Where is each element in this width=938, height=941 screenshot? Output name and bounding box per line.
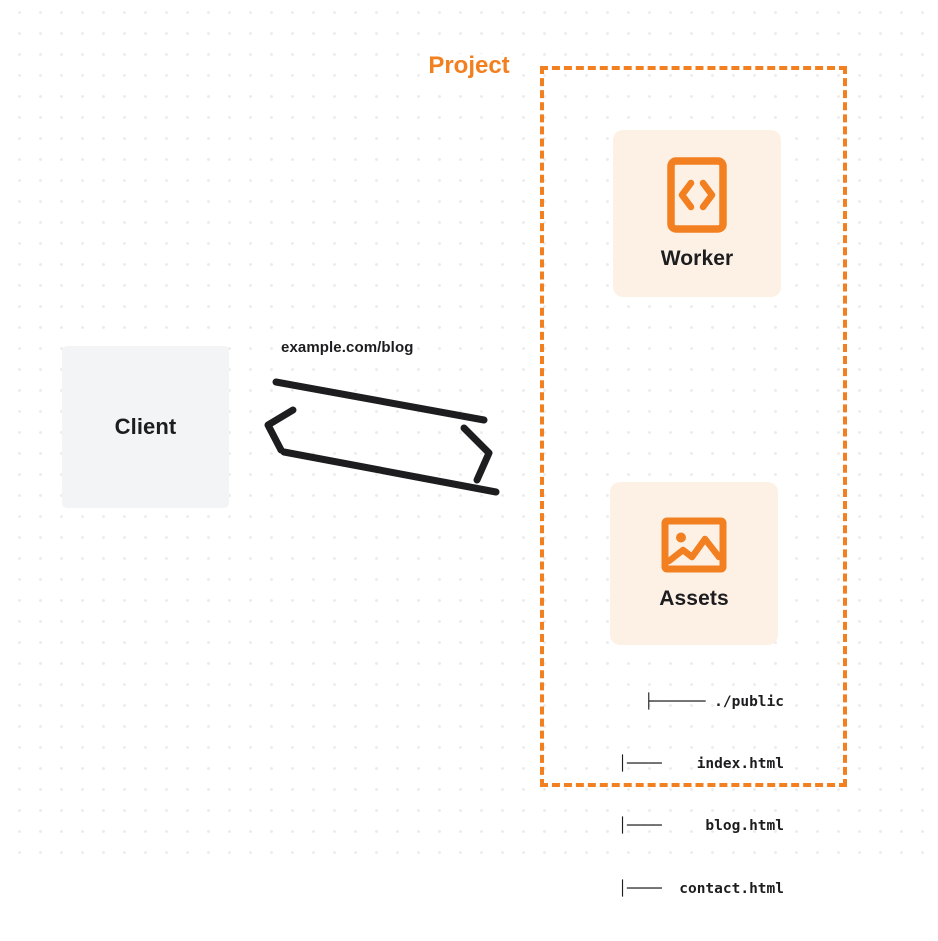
client-node-label: Client — [114, 414, 177, 439]
project-group-title: Project — [421, 54, 517, 78]
code-brackets-icon — [667, 156, 727, 233]
inbound-arrow — [264, 378, 488, 454]
assets-node-label: Assets — [659, 586, 729, 610]
diagram-canvas: Client Project Worker Assets ├────── ./p… — [0, 0, 938, 897]
outbound-arrow — [280, 424, 500, 496]
file-tree-row: │──── index.html — [618, 755, 784, 772]
client-node[interactable]: Client — [62, 346, 229, 508]
worker-node-label: Worker — [660, 246, 734, 270]
project-group-container — [540, 66, 847, 787]
worker-node[interactable]: Worker — [613, 130, 781, 297]
file-tree-row: │──── blog.html — [618, 818, 784, 835]
file-tree-row: ├────── ./public — [644, 693, 784, 710]
file-tree-row: │──── contact.html — [618, 880, 784, 897]
request-url-label: example.com/blog — [281, 339, 414, 356]
assets-file-tree: ├────── ./public │──── index.html │──── … — [560, 650, 784, 941]
assets-node[interactable]: Assets — [610, 482, 778, 645]
image-icon — [661, 517, 727, 573]
